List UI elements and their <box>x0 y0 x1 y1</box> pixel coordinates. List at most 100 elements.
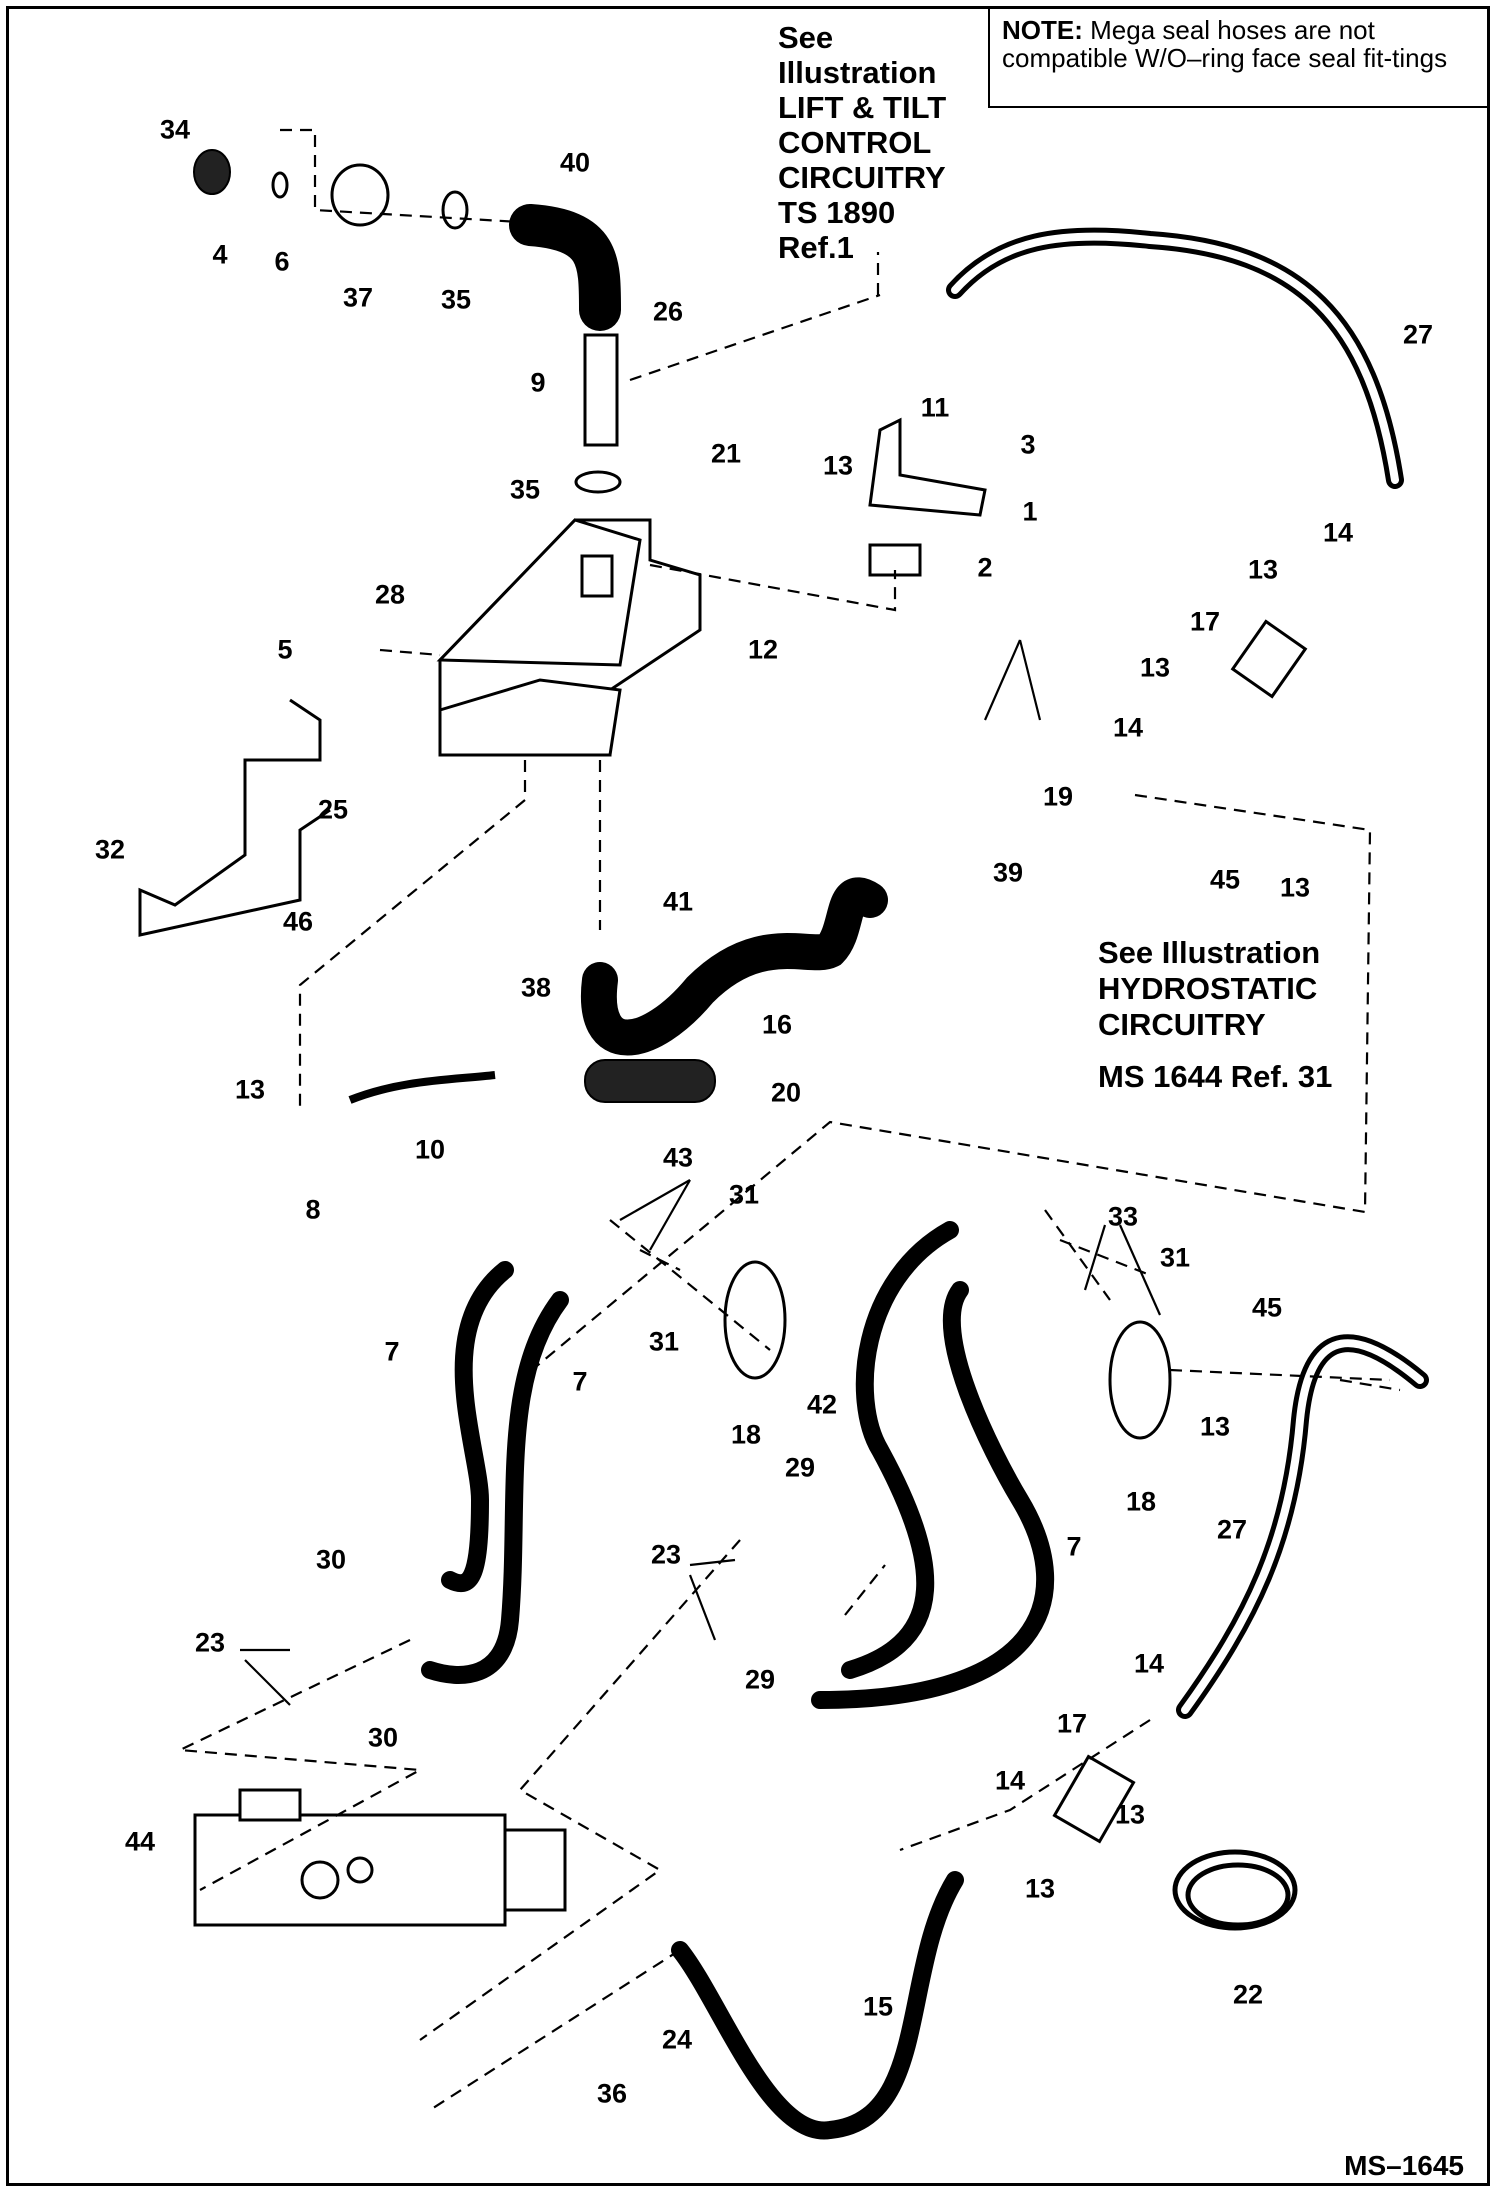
bracket <box>138 698 331 937</box>
callout-19: 19 <box>1042 781 1074 812</box>
elbow-hose <box>509 204 621 331</box>
callout-3: 3 <box>1020 429 1036 460</box>
motor-right <box>1108 1320 1172 1440</box>
callout-42: 42 <box>806 1389 838 1420</box>
hose-16 <box>580 877 888 1056</box>
callout-15: 15 <box>862 1991 894 2022</box>
callout-14: 14 <box>1322 517 1354 548</box>
note-box: NOTE: Mega seal hoses are not compatible… <box>988 8 1488 108</box>
callout-34: 34 <box>159 114 191 145</box>
reference-line: CIRCUITRY <box>778 160 946 195</box>
callout-13: 13 <box>234 1074 266 1105</box>
inline-filter <box>1230 619 1308 699</box>
callout-29: 29 <box>784 1452 816 1483</box>
callout-13: 13 <box>1114 1799 1146 1830</box>
callout-29: 29 <box>744 1664 776 1695</box>
hydraulic-pump <box>193 1788 567 1927</box>
callout-14: 14 <box>994 1765 1026 1796</box>
note-text: Mega seal hoses are not compatible W/O–r… <box>1002 15 1448 73</box>
reference-line: CONTROL <box>778 125 932 160</box>
callout-6: 6 <box>274 246 290 277</box>
callout-30: 30 <box>367 1722 399 1753</box>
reference-line: MS 1644 Ref. 31 <box>1098 1059 1333 1094</box>
callout-28: 28 <box>374 579 406 610</box>
callout-41: 41 <box>662 886 694 917</box>
callout-13: 13 <box>1199 1411 1231 1442</box>
callout-37: 37 <box>342 282 374 313</box>
callout-36: 36 <box>596 2078 628 2109</box>
reference-line: TS 1890 <box>778 195 896 230</box>
callout-7: 7 <box>384 1336 400 1367</box>
reference-line: HYDROSTATIC <box>1098 971 1318 1006</box>
callout-16: 16 <box>761 1009 793 1040</box>
callout-30: 30 <box>315 1544 347 1575</box>
tubing-coil <box>1172 1849 1298 1931</box>
filler-neck <box>330 163 390 227</box>
drawing-code: MS–1645 <box>1344 2150 1464 2181</box>
clamp <box>441 190 469 230</box>
callout-23: 23 <box>194 1627 226 1658</box>
callout-4: 4 <box>212 239 228 270</box>
callout-1: 1 <box>1022 496 1038 527</box>
callout-31: 31 <box>648 1326 680 1357</box>
reference-line: LIFT & TILT <box>778 90 947 125</box>
callout-27: 27 <box>1402 319 1434 350</box>
callout-45: 45 <box>1209 864 1241 895</box>
callout-14: 14 <box>1133 1648 1165 1679</box>
hose-42 <box>841 1221 959 1679</box>
callout-2: 2 <box>977 552 993 583</box>
hose-10 <box>348 1071 496 1104</box>
callout-13: 13 <box>1247 554 1279 585</box>
reference-line: See <box>778 20 834 55</box>
callout-18: 18 <box>730 1419 762 1450</box>
callout-13: 13 <box>822 450 854 481</box>
callout-20: 20 <box>770 1077 802 1108</box>
callout-9: 9 <box>530 367 546 398</box>
hose-7-middle <box>811 1281 1055 1709</box>
callout-13: 13 <box>1139 652 1171 683</box>
hose-7-left-a <box>441 1261 514 1593</box>
callout-17: 17 <box>1189 606 1221 637</box>
callout-35: 35 <box>440 284 472 315</box>
callout-26: 26 <box>652 296 684 327</box>
callout-24: 24 <box>661 2024 693 2055</box>
reference-lift-tilt: See Illustration LIFT & TILT CONTROL CIR… <box>778 20 946 265</box>
callout-10: 10 <box>414 1134 446 1165</box>
callout-23: 23 <box>650 1539 682 1570</box>
callout-17: 17 <box>1056 1708 1088 1739</box>
hose-15 <box>671 1871 964 2140</box>
callout-22: 22 <box>1232 1979 1264 2010</box>
callout-45: 45 <box>1251 1292 1283 1323</box>
callout-46: 46 <box>282 906 314 937</box>
callout-27: 27 <box>1216 1514 1248 1545</box>
callout-31: 31 <box>728 1179 760 1210</box>
callout-8: 8 <box>305 1194 321 1225</box>
callout-13: 13 <box>1024 1873 1056 1904</box>
callout-14: 14 <box>1112 712 1144 743</box>
inline-filter-lower <box>1052 1754 1136 1844</box>
callout-5: 5 <box>277 634 293 665</box>
callout-38: 38 <box>520 972 552 1003</box>
callout-25: 25 <box>317 794 349 825</box>
mounting-bracket <box>868 417 987 517</box>
breather-cap <box>193 149 231 195</box>
reservoir-tank <box>436 518 702 757</box>
fill-tube <box>583 333 619 447</box>
callout-43: 43 <box>662 1142 694 1173</box>
hose-7-left-b <box>421 1291 569 1684</box>
callout-39: 39 <box>992 857 1024 888</box>
reference-line: See Illustration <box>1098 935 1321 970</box>
callout-7: 7 <box>1066 1531 1082 1562</box>
note-heading: NOTE: <box>1002 15 1083 45</box>
callout-7: 7 <box>572 1366 588 1397</box>
reference-line: Ref.1 <box>778 230 854 265</box>
callout-44: 44 <box>124 1826 156 1857</box>
callout-32: 32 <box>94 834 126 865</box>
reference-line: Illustration <box>778 55 937 90</box>
callout-35: 35 <box>509 474 541 505</box>
callout-21: 21 <box>710 438 742 469</box>
callout-31: 31 <box>1159 1242 1191 1273</box>
hose-clamp <box>574 470 622 494</box>
diagram-frame <box>6 6 1490 2186</box>
